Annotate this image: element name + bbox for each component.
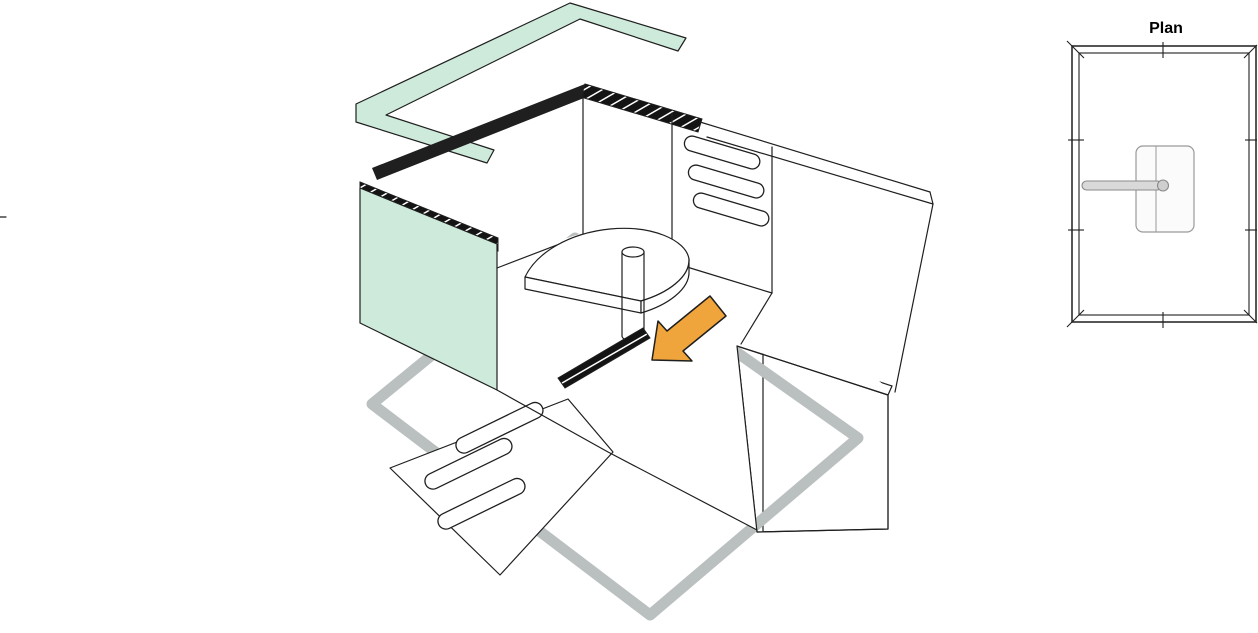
louver-slot-2 — [687, 164, 765, 199]
parapet-wall-outline — [736, 345, 889, 533]
counter-side-face — [640, 258, 690, 314]
plan-corner-tick-tr — [1243, 44, 1258, 59]
plan-inner-wall — [1078, 52, 1250, 316]
plan-corner-tick-bl — [1066, 309, 1085, 328]
plan-corner-tick-tl — [1066, 40, 1085, 59]
right-rail-bottom-line — [706, 136, 934, 205]
right-rail-top-line — [699, 121, 931, 193]
column-top-cap — [621, 246, 645, 258]
plan-title: Plan — [1149, 20, 1183, 37]
plan-view: Plan — [1066, 20, 1258, 328]
roof-ribbon — [355, 2, 687, 164]
ramp-slot-2 — [424, 437, 513, 490]
axon-view — [355, 2, 934, 621]
plan-wall-joints — [1066, 40, 1258, 328]
plan-handle-knob — [1156, 179, 1170, 192]
wall-connector-line — [740, 292, 773, 345]
counter — [524, 227, 690, 314]
louver-slot-1 — [683, 135, 761, 170]
floor-front-edge — [496, 389, 758, 531]
ramp-slot-1 — [455, 401, 544, 454]
roof-edge-band — [372, 84, 589, 180]
floor-slab — [497, 233, 890, 530]
hatched-beam-right — [580, 83, 703, 133]
louver-wall — [683, 135, 770, 227]
right-rail-end-cap — [929, 191, 934, 205]
right-wall-edge-line — [894, 203, 934, 393]
plan-handle-bar — [1081, 180, 1163, 191]
column-cylinder — [621, 246, 645, 342]
ramp — [389, 398, 614, 576]
louver-slot-3 — [692, 192, 770, 227]
pointer-arrow-icon — [651, 295, 727, 362]
floor-grate — [557, 327, 651, 389]
plan-corner-tick-br — [1243, 309, 1258, 324]
ramp-slot-3 — [437, 477, 526, 530]
